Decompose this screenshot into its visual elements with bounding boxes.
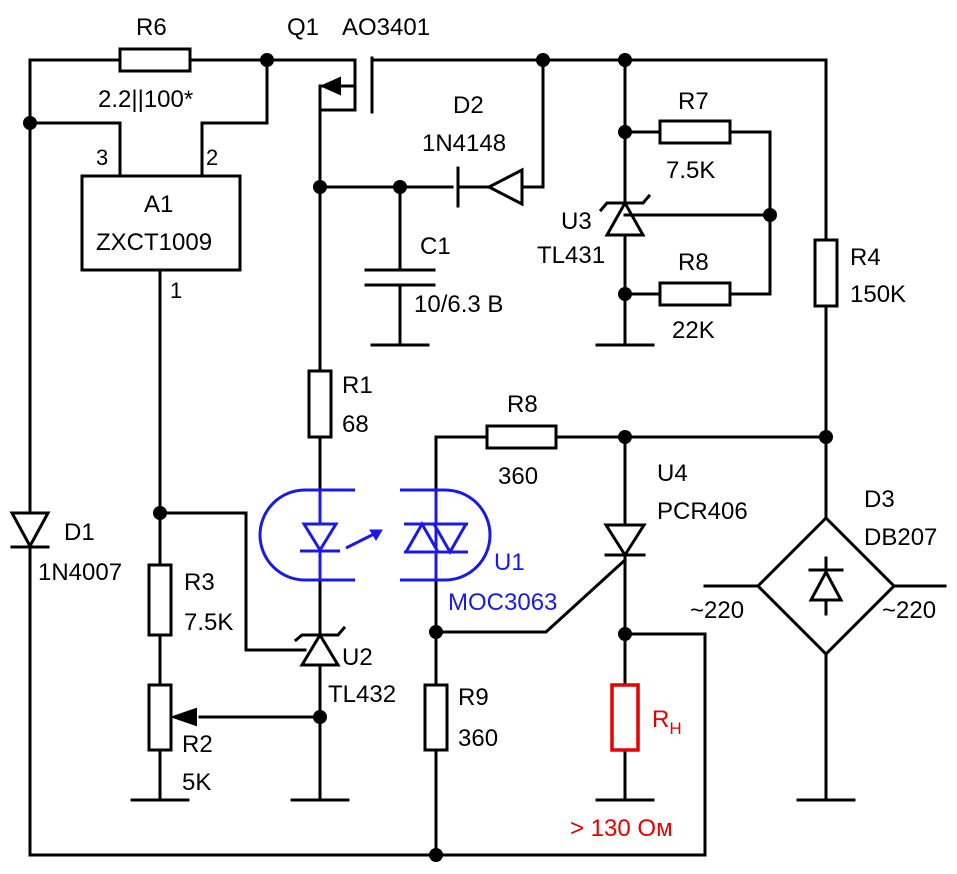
- resistor-r1: R1 68: [307, 369, 373, 439]
- d3-ref: D3: [864, 486, 895, 513]
- thyristor-u4: U4 PCR406: [603, 460, 748, 558]
- rh-ref: RH: [652, 706, 682, 738]
- u2-value: TL432: [328, 681, 396, 708]
- junctions: [23, 53, 833, 862]
- rh-value: > 130 Ом: [570, 815, 673, 842]
- r8-top-ref: R8: [678, 249, 709, 276]
- current-monitor-a1: A1 ZXCT1009 3 2 1: [80, 145, 242, 303]
- u1-ref: U1: [494, 549, 525, 576]
- a1-pin3-label: 3: [96, 145, 108, 170]
- a1-pin1-label: 1: [170, 278, 182, 303]
- ground-symbols: [130, 343, 856, 802]
- c1-value: 10/6.3 B: [414, 291, 503, 318]
- resistor-r4: R4 150K: [813, 238, 906, 308]
- r2-value: 5K: [182, 769, 211, 796]
- r4-ref: R4: [850, 244, 881, 271]
- r9-ref: R9: [458, 684, 489, 711]
- u4-value: PCR406: [657, 498, 748, 525]
- mosfet-q1: Q1 AO3401: [287, 14, 430, 114]
- resistor-r3: R3 7.5K: [147, 563, 233, 637]
- r7-ref: R7: [678, 88, 709, 115]
- resistor-r8-top: R8 22K: [658, 249, 732, 344]
- rh-ref-letter: R: [652, 706, 669, 733]
- bridge-rectifier-d3: D3 DB207: [755, 486, 937, 657]
- r3-ref: R3: [184, 569, 215, 596]
- r3-value: 7.5K: [184, 609, 233, 636]
- load-resistor-rh: RH > 130 Ом: [570, 683, 682, 842]
- r1-ref: R1: [342, 372, 373, 399]
- r2-ref: R2: [182, 731, 213, 758]
- u3-value: TL431: [537, 242, 605, 269]
- c1-ref: C1: [420, 233, 451, 260]
- capacitor-c1: C1 10/6.3 B: [364, 233, 503, 318]
- optocoupler-u1: U1 MOC3063: [258, 488, 557, 616]
- d2-value: 1N4148: [422, 130, 506, 157]
- r6-ref: R6: [136, 14, 167, 41]
- d1-ref: D1: [64, 519, 95, 546]
- u2-ref: U2: [342, 644, 373, 671]
- resistor-r7: R7 7.5K: [658, 88, 732, 184]
- u4-ref: U4: [657, 460, 688, 487]
- rh-ref-subscript: H: [669, 719, 681, 738]
- mains-right-label: ~220: [882, 597, 936, 624]
- resistor-r8-mid: R8 360: [485, 391, 558, 490]
- q1-value: AO3401: [342, 14, 430, 41]
- a1-pin2-label: 2: [206, 145, 218, 170]
- mains-left-label: ~220: [690, 597, 744, 624]
- r1-value: 68: [342, 411, 369, 438]
- diode-d2: D2 1N4148: [422, 92, 524, 208]
- potentiometer-r2: R2 5K: [147, 683, 213, 796]
- r4-value: 150K: [850, 281, 906, 308]
- q1-ref: Q1: [287, 14, 319, 41]
- u3-ref: U3: [561, 208, 592, 235]
- shunt-regulator-u2: U2 TL432: [293, 625, 396, 708]
- a1-value: ZXCT1009: [96, 229, 212, 256]
- d1-value: 1N4007: [38, 559, 122, 586]
- r8-top-value: 22K: [672, 317, 715, 344]
- r8-mid-ref: R8: [507, 391, 538, 418]
- r6-value: 2.2||100*: [98, 86, 193, 113]
- u1-value: MOC3063: [448, 589, 557, 616]
- r8-mid-value: 360: [498, 463, 538, 490]
- r9-value: 360: [458, 725, 498, 752]
- a1-ref: A1: [144, 191, 173, 218]
- diode-d1: D1 1N4007: [9, 121, 122, 586]
- resistor-r9: R9 360: [423, 683, 498, 752]
- r7-value: 7.5K: [666, 157, 715, 184]
- shunt-regulator-u3: U3 TL431: [537, 193, 652, 269]
- d2-ref: D2: [453, 92, 484, 119]
- d3-value: DB207: [864, 524, 937, 551]
- resistor-r6: R6 2.2||100*: [98, 14, 193, 113]
